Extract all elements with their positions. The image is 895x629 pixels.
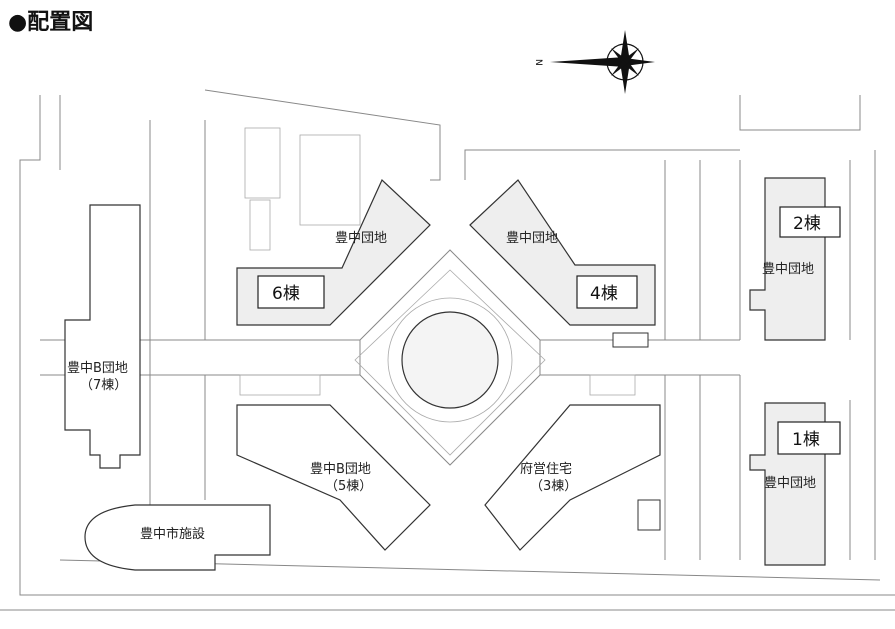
building-2-tag: 2棟 bbox=[793, 214, 821, 234]
central-plaza bbox=[354, 269, 546, 456]
building-4[interactable]: 豊中団地 4棟 bbox=[469, 179, 656, 326]
road-outlines bbox=[0, 89, 895, 611]
building-4-tag: 4棟 bbox=[590, 284, 618, 304]
building-7[interactable]: 豊中B団地 （7棟） bbox=[64, 204, 141, 469]
building-3-sub: （3棟） bbox=[530, 479, 577, 494]
parking-areas bbox=[239, 127, 661, 531]
building-6[interactable]: 豊中団地 6棟 bbox=[236, 178, 431, 326]
building-3-name: 府営住宅 bbox=[520, 462, 572, 477]
page-title: ●配置図 bbox=[8, 10, 94, 35]
building-3[interactable]: 府営住宅 （3棟） bbox=[484, 404, 661, 551]
building-6-name: 豊中団地 bbox=[335, 231, 387, 246]
building-2[interactable]: 2棟 豊中団地 bbox=[749, 177, 841, 341]
building-5[interactable]: 豊中B団地 （5棟） bbox=[236, 404, 431, 551]
building-1-name: 豊中団地 bbox=[764, 476, 816, 491]
building-5-name: 豊中B団地 bbox=[310, 462, 371, 477]
building-1[interactable]: 1棟 豊中団地 bbox=[749, 402, 841, 566]
compass-icon: N bbox=[533, 30, 655, 94]
building-4-name: 豊中団地 bbox=[506, 231, 558, 246]
building-7-sub: （7棟） bbox=[80, 378, 127, 393]
building-1-tag: 1棟 bbox=[792, 430, 820, 450]
compass-north-label: N bbox=[533, 59, 543, 66]
building-6-tag: 6棟 bbox=[272, 284, 300, 304]
building-2-name: 豊中団地 bbox=[762, 262, 814, 277]
building-5-sub: （5棟） bbox=[325, 479, 372, 494]
building-7-name: 豊中B団地 bbox=[67, 361, 128, 376]
city-facility[interactable]: 豊中市施設 bbox=[84, 504, 271, 571]
city-facility-name: 豊中市施設 bbox=[140, 526, 205, 542]
